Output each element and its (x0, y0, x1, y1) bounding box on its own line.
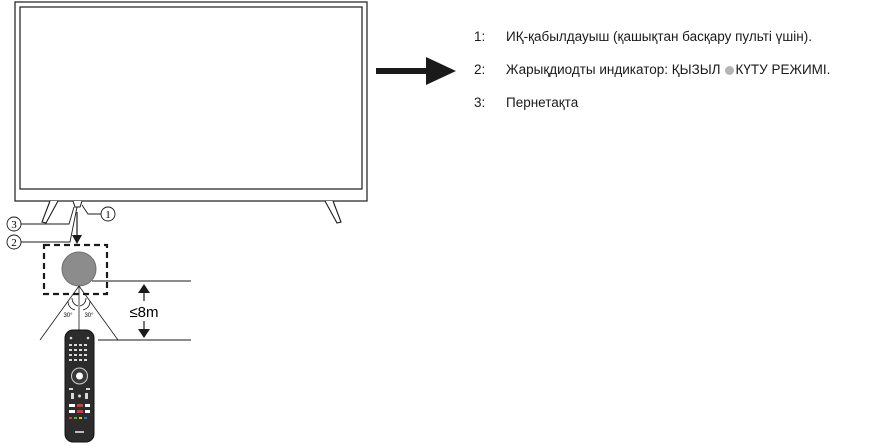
zoom-arrow (72, 212, 82, 244)
legend-text: ИҚ-қабылдауыш (қашықтан басқару пульті ү… (506, 29, 812, 44)
distance-label: ≤8m (129, 304, 158, 321)
tv-left-foot (41, 200, 59, 224)
legend-item-1: 1: ИҚ-қабылдауыш (қашықтан басқару пульт… (474, 29, 879, 45)
legend-text-part: Жарықдиодты индикатор: ҚЫЗЫЛ (506, 62, 721, 77)
svg-text:2: 2 (11, 237, 17, 249)
angle-left-label: 30° (63, 313, 73, 319)
angle-right-label: 30° (84, 313, 94, 319)
legend-number: 2: (474, 62, 486, 77)
legend-text: Жарықдиодты индикатор: ҚЫЗЫЛ КҮТУ РЕЖИМІ. (506, 62, 830, 78)
svg-text:1: 1 (105, 209, 111, 221)
svg-text:3: 3 (11, 219, 17, 231)
legend-text-part: КҮТУ РЕЖИМІ. (735, 62, 831, 77)
ir-sensor (61, 251, 97, 287)
remote-control (64, 329, 95, 443)
legend: 1: ИҚ-қабылдауыш (қашықтан басқару пульт… (474, 29, 879, 128)
callout-1: 1 (100, 206, 116, 222)
legend-text: Пернетақта (506, 95, 579, 110)
callout-3: 3 (6, 216, 22, 232)
reception-angle (39, 285, 119, 341)
distance-arrow-up (138, 284, 150, 301)
sensor-zoom-box (42, 243, 109, 296)
led-dot-icon (724, 65, 734, 75)
tv-right-foot (324, 200, 342, 224)
legend-item-3: 3: Пернетақта (474, 95, 879, 111)
legend-number: 1: (474, 29, 486, 44)
legend-number: 3: (474, 95, 486, 110)
distance-arrow-down (138, 321, 150, 338)
tv-screen (19, 6, 363, 190)
callout-lines (21, 204, 101, 243)
pointer-arrow (376, 57, 456, 85)
legend-item-2: 2: Жарықдиодты индикатор: ҚЫЗЫЛ КҮТУ РЕЖИ… (474, 62, 879, 78)
ir-receiver-bump (72, 200, 83, 208)
callout-2: 2 (6, 234, 22, 250)
tv-set (14, 1, 368, 224)
